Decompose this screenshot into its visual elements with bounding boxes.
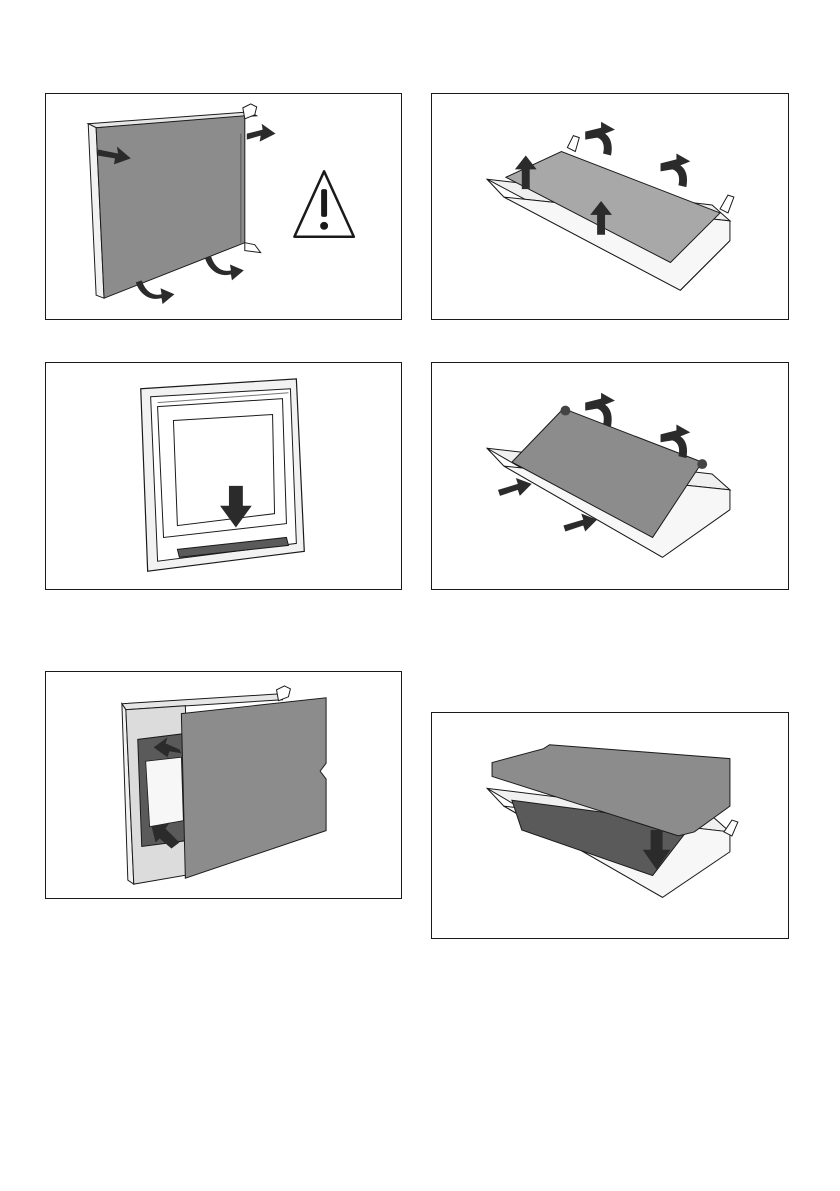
figure-door-attach	[45, 671, 402, 899]
figure-panel-lift	[431, 93, 789, 320]
arrow-icon	[247, 124, 276, 142]
glass-slide-illustration	[46, 363, 401, 589]
warning-triangle-icon	[294, 171, 353, 236]
panel-lift-illustration	[432, 94, 788, 319]
figure-panel-press	[431, 712, 789, 939]
figure-glass-slide	[45, 362, 402, 590]
curved-arrow-icon	[205, 257, 244, 281]
panel-press-illustration	[432, 713, 788, 938]
figure-panel-reinsert	[431, 362, 789, 590]
hinge-icon	[277, 686, 291, 701]
door-attach-illustration	[46, 672, 401, 898]
door-removal-illustration	[46, 94, 401, 319]
arrow-icon	[498, 478, 532, 496]
panel-reinsert-illustration	[432, 363, 788, 589]
curved-arrow-icon	[661, 153, 691, 187]
hinge-bottom-icon	[245, 243, 261, 253]
door-panel	[181, 698, 326, 878]
hinge-icon	[567, 136, 579, 152]
curved-arrow-icon	[585, 122, 615, 156]
curved-arrow-icon	[136, 280, 175, 304]
figure-door-removal	[45, 93, 402, 320]
hinge-top-icon	[243, 104, 257, 119]
hinge-icon	[724, 820, 738, 836]
hinge-icon	[720, 195, 734, 213]
